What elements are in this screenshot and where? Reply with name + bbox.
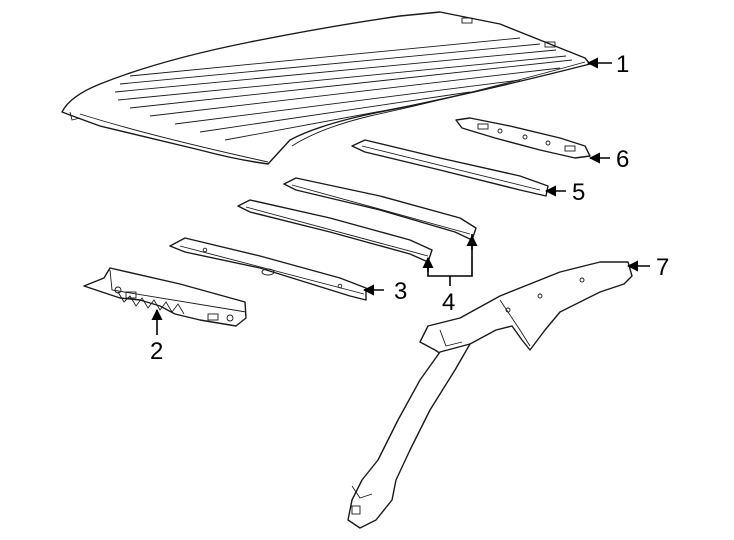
callout-2: 2 bbox=[150, 338, 163, 365]
leader-lines bbox=[151, 57, 650, 335]
callout-5: 5 bbox=[572, 179, 585, 206]
roof-bow-4-lower bbox=[237, 199, 433, 263]
leader-4-bracket bbox=[427, 234, 473, 277]
callout-4: 4 bbox=[442, 289, 455, 316]
callout-6: 6 bbox=[616, 146, 629, 173]
roof-bow-4-upper bbox=[283, 177, 477, 241]
front-roof-bow bbox=[169, 237, 367, 301]
windshield-header bbox=[83, 267, 247, 327]
callout-1: 1 bbox=[616, 51, 629, 78]
callout-3: 3 bbox=[394, 278, 407, 305]
side-roof-rail-pillar bbox=[347, 261, 633, 529]
callout-7: 7 bbox=[656, 254, 669, 281]
roof-bow-5 bbox=[351, 139, 549, 197]
roof-panel bbox=[61, 11, 591, 165]
rear-header-panel bbox=[455, 117, 591, 159]
